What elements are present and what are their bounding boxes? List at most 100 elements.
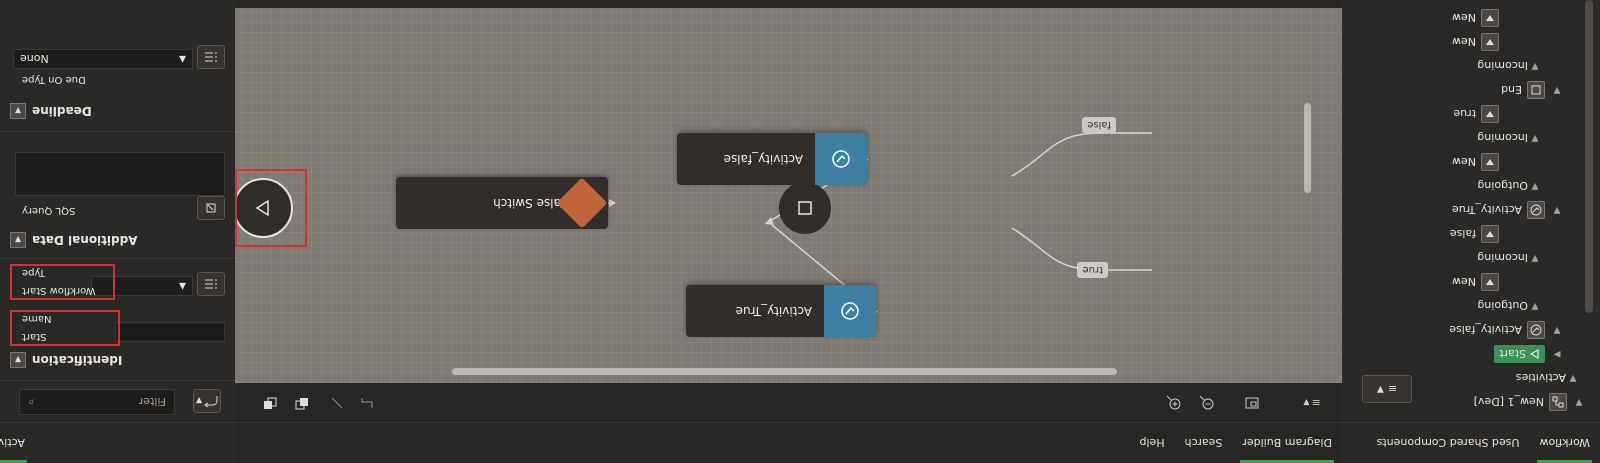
orthogonal-connector-icon[interactable]	[357, 393, 377, 413]
tree-scrollbar[interactable]	[1585, 0, 1593, 313]
node-label: Activity_True	[735, 304, 812, 318]
tree-label: Activities	[1515, 371, 1566, 385]
chevron-down-icon: ▲	[179, 54, 186, 64]
tree-label: false	[1449, 227, 1476, 241]
paste-icon[interactable]	[260, 393, 280, 413]
tree-label: Activity_True	[1451, 203, 1522, 217]
workflow-icon	[1549, 393, 1567, 411]
tree-item[interactable]: ▼Incoming	[1342, 54, 1542, 78]
edge-label-true[interactable]: true	[1077, 262, 1108, 278]
tree-item[interactable]: New	[1342, 30, 1504, 54]
tree-item[interactable]: ▼Incoming	[1342, 126, 1542, 150]
chevron-down-icon[interactable]: ▼	[1553, 85, 1561, 95]
switch-node[interactable]: True False Switch	[396, 177, 608, 229]
connection-icon	[1481, 9, 1499, 27]
tree-menu-button[interactable]: ≡▼	[1362, 375, 1412, 403]
tree-label: true	[1453, 107, 1476, 121]
tree-label: New	[1452, 275, 1476, 289]
diagram-toolbar: ≡▼	[235, 382, 1342, 423]
tab-help[interactable]: Help	[1129, 423, 1174, 463]
tree-label: Activity_false	[1449, 323, 1522, 337]
tree-label: Incoming	[1477, 131, 1528, 145]
chevron-down-icon[interactable]: ▼	[1531, 253, 1539, 263]
diagram-canvas[interactable]: True False Switch Activity_false Activit…	[235, 8, 1342, 383]
tree-item[interactable]: New	[1342, 270, 1504, 294]
zoom-out-icon[interactable]	[1197, 393, 1217, 413]
fit-view-icon[interactable]	[1242, 393, 1262, 413]
identification-header[interactable]: ▼ Identification	[10, 352, 122, 368]
navigate-button[interactable]: ▼	[193, 389, 221, 413]
tree-item[interactable]: ▼Incoming	[1342, 246, 1542, 270]
edge-label-false[interactable]: false	[1082, 117, 1116, 133]
canvas-vertical-scrollbar[interactable]	[1304, 103, 1311, 193]
edge-false[interactable]	[1011, 132, 1152, 177]
edge-label-text: true	[1082, 264, 1103, 276]
collapse-icon: ▼	[10, 352, 26, 368]
start-icon: Start	[1494, 345, 1545, 363]
name-input[interactable]	[115, 322, 225, 342]
copy-icon[interactable]	[292, 393, 312, 413]
straight-connector-icon[interactable]	[327, 393, 347, 413]
tab-activity[interactable]: Activity	[0, 423, 35, 463]
tree-label: New	[1452, 155, 1476, 169]
tree-label: New_1 [Dev]	[1473, 395, 1544, 409]
chevron-down-icon[interactable]: ▼	[1531, 301, 1539, 311]
tree-item[interactable]: New	[1342, 6, 1504, 30]
chevron-down-icon: ▼	[1376, 384, 1384, 394]
deadline-header[interactable]: ▼ Deadline	[10, 103, 92, 119]
chevron-down-icon[interactable]: ▼	[1553, 325, 1561, 335]
start-node-highlight	[235, 169, 307, 247]
list-icon	[205, 279, 217, 289]
chevron-down-icon[interactable]: ▼	[1575, 397, 1583, 407]
identification-section: ▼ Identification Start Name ▲ Workflow S…	[0, 258, 235, 381]
arrow-head	[765, 217, 774, 225]
chevron-down-icon[interactable]: ▼	[1569, 373, 1577, 383]
play-icon	[255, 199, 269, 217]
tab-used-shared-components[interactable]: Used Shared Components	[1367, 423, 1530, 463]
tree-item[interactable]: ▼Outgoing	[1342, 294, 1542, 318]
tab-diagram-builder[interactable]: Diagram Builder	[1232, 423, 1342, 463]
filter-input[interactable]: Filter ⌕	[19, 389, 175, 415]
activity-false-node[interactable]: Activity_false	[677, 133, 867, 185]
end-node[interactable]	[779, 182, 831, 234]
additional-data-section: ▼ Additional Data SQL Query	[0, 131, 235, 259]
switch-icon-wrap	[556, 177, 608, 229]
expand-sql-button[interactable]	[197, 196, 225, 220]
tree-item[interactable]: ▼ Activity_True	[1342, 198, 1564, 222]
canvas-tabbar: Diagram Builder Search Help	[235, 422, 1342, 463]
tree-item[interactable]: New	[1342, 150, 1504, 174]
tree-item[interactable]: ▼Outgoing	[1342, 174, 1542, 198]
tree-item[interactable]: ▼ Activity_false	[1342, 318, 1564, 342]
tab-search[interactable]: Search	[1175, 423, 1233, 463]
left-tabbar: Workflow Used Shared Components	[1342, 422, 1600, 463]
tree-label: Incoming	[1477, 251, 1528, 265]
chevron-down-icon[interactable]: ▼	[1531, 181, 1539, 191]
tab-workflow[interactable]: Workflow	[1529, 423, 1600, 463]
tree-item[interactable]: ▼ End	[1342, 78, 1564, 102]
tree-root[interactable]: ▼ New_1 [Dev]	[1342, 390, 1600, 414]
chevron-right-icon[interactable]: ▶	[1553, 349, 1561, 359]
section-title: Additional Data	[32, 233, 138, 247]
tree-item[interactable]: false	[1342, 222, 1504, 246]
due-on-type-select[interactable]: ▲ None	[13, 49, 193, 69]
zoom-in-icon[interactable]	[1164, 393, 1184, 413]
properties-panel: Activity ▼ Filter ⌕ ▼ Identification Sta…	[0, 0, 235, 463]
start-node[interactable]	[235, 178, 293, 238]
chevron-down-icon[interactable]: ▼	[1553, 205, 1561, 215]
sql-query-textarea[interactable]	[15, 152, 225, 196]
canvas-horizontal-scrollbar[interactable]	[452, 368, 1117, 375]
tree-item[interactable]: ▶ Start	[1342, 342, 1564, 366]
additional-data-header[interactable]: ▼ Additional Data	[10, 232, 138, 248]
activity-true-node[interactable]: Activity_True	[686, 285, 876, 337]
due-on-type-label: Due On Type	[22, 74, 86, 85]
section-title: Deadline	[32, 104, 92, 118]
due-on-list-button[interactable]	[197, 45, 225, 69]
hamburger-icon: ≡	[1387, 382, 1398, 396]
toolbar-menu-button[interactable]: ≡▼	[1303, 396, 1321, 410]
chevron-down-icon[interactable]: ▼	[1531, 61, 1539, 71]
end-icon	[1527, 81, 1545, 99]
type-list-button[interactable]	[197, 272, 225, 296]
tree-item[interactable]: true	[1342, 102, 1504, 126]
workflow-tree-panel: Workflow Used Shared Components ▼ New_1 …	[1342, 0, 1600, 463]
chevron-down-icon[interactable]: ▼	[1531, 133, 1539, 143]
